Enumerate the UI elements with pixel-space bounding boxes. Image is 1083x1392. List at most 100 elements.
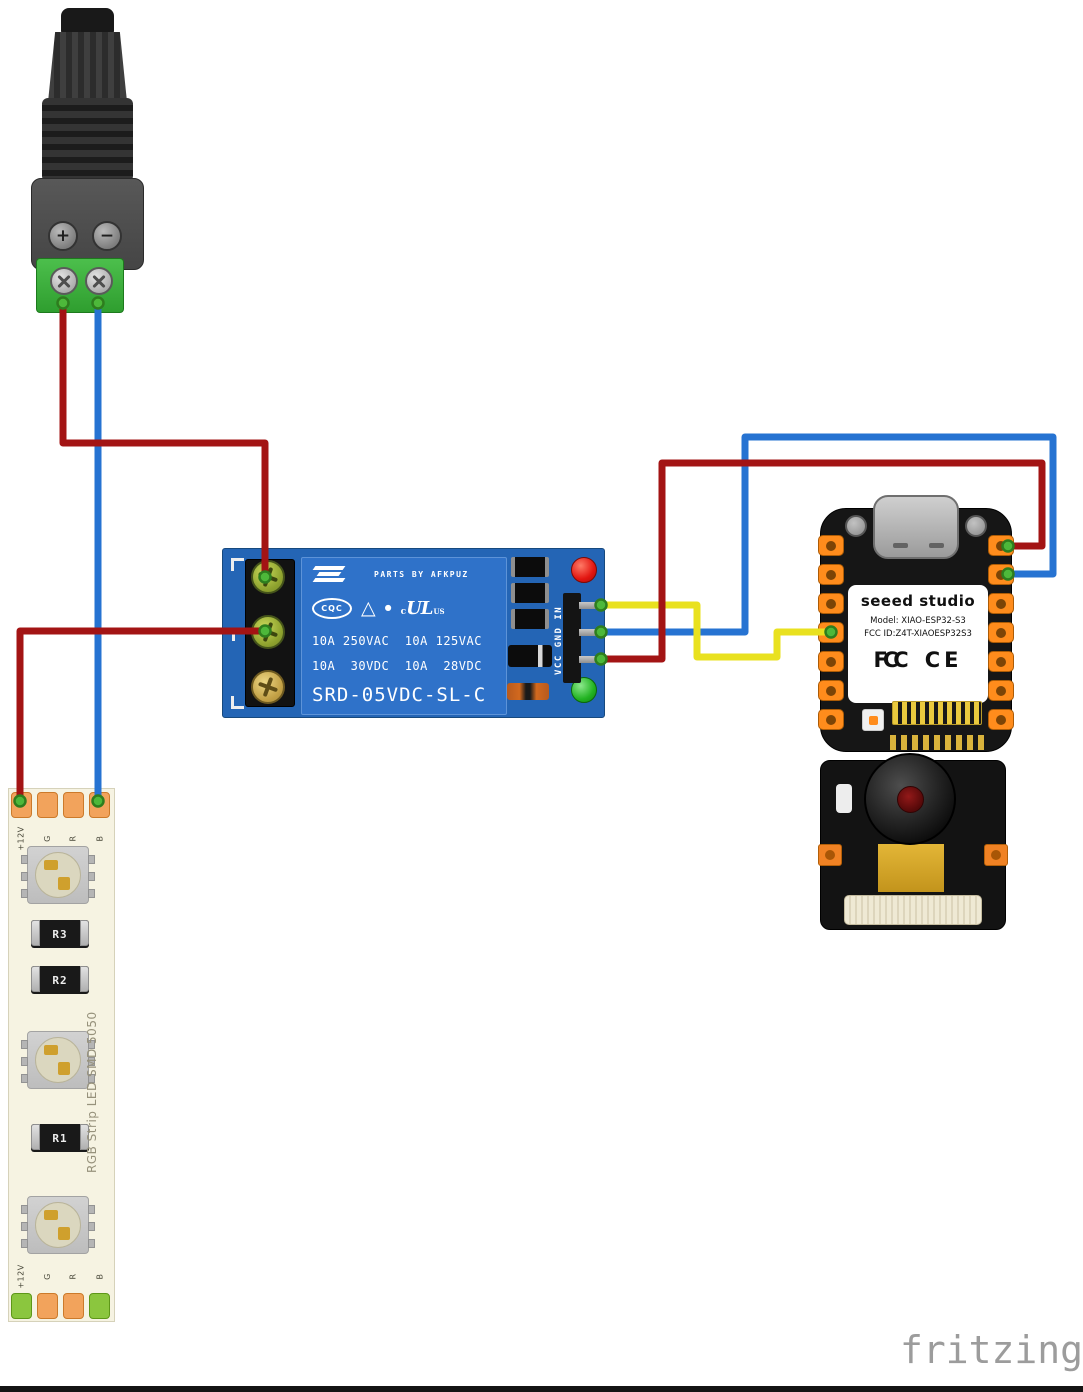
resistor-label: R2: [52, 973, 68, 987]
strip-pad-r-bottom[interactable]: [63, 1293, 84, 1319]
strip-pad-r-top[interactable]: [63, 792, 84, 818]
relay-rating-dc: 10A 30VDC 10A 28VDC: [312, 659, 482, 673]
jack-screw-terminal[interactable]: [36, 258, 124, 313]
camera-module[interactable]: [818, 752, 1008, 930]
resistor-label: R3: [52, 927, 68, 941]
ul-c-text: c: [400, 606, 407, 617]
ul-text: UL: [406, 597, 433, 619]
xiao-pin-right-4[interactable]: [988, 622, 1014, 643]
dc-power-jack[interactable]: + −: [30, 8, 145, 313]
xiao-pin-left-1[interactable]: [818, 535, 844, 556]
fcc-logo: FCC: [873, 647, 909, 672]
xiao-pin-left-6[interactable]: [818, 680, 844, 701]
smd-component-3: [511, 609, 549, 629]
led-die: [35, 1037, 81, 1083]
polarity-screw-plus[interactable]: +: [48, 221, 78, 251]
diode: [508, 645, 552, 667]
bottom-gold-pads: [890, 735, 984, 750]
resistor-r1: R1: [31, 1124, 89, 1152]
wire-red-jack-to-relay[interactable]: [59, 299, 269, 581]
resistor-label: R1: [52, 1131, 68, 1145]
strip-pad-g-bottom[interactable]: [37, 1293, 58, 1319]
connection-point[interactable]: [594, 598, 608, 612]
led-5050-chip-1: [21, 846, 95, 904]
plus-label: +: [55, 225, 71, 246]
usb-c-port[interactable]: [873, 495, 959, 559]
connection-point[interactable]: [594, 625, 608, 639]
camera-connector-left: [818, 844, 842, 866]
triangle-cert-icon: △: [361, 596, 376, 619]
relay-pin-vcc[interactable]: [579, 656, 609, 663]
silkscreen-bracket-bottom: [231, 696, 244, 709]
smd-component-1: [511, 557, 549, 577]
camera-flex-cable: [878, 844, 944, 892]
jack-body: + −: [31, 178, 144, 270]
reset-button[interactable]: [965, 515, 987, 537]
minus-label: −: [99, 225, 115, 246]
terminal-screw-negative[interactable]: [85, 267, 113, 295]
ribbon-connector: [844, 895, 982, 925]
wire-red-relay-to-strip[interactable]: [16, 627, 269, 805]
xiao-model-text: Model: XIAO-ESP32-S3: [870, 616, 966, 626]
connection-point[interactable]: [594, 652, 608, 666]
relay-led-red: [571, 557, 597, 583]
dot-cert-icon: ●: [384, 603, 392, 612]
b2b-connector: [892, 701, 982, 725]
jack-neck: [48, 32, 127, 102]
connection-point[interactable]: [258, 570, 272, 584]
relay-pin-in[interactable]: [579, 602, 609, 609]
strip-pad-12v-bottom[interactable]: [11, 1293, 32, 1319]
led-chip: [862, 709, 884, 731]
camera-iris: [896, 785, 924, 813]
xiao-pin-left-2[interactable]: [818, 564, 844, 585]
ul-us-text: US: [433, 606, 445, 616]
cqc-logo: CQC: [312, 597, 352, 619]
xiao-fccid-text: FCC ID:Z4T-XIAOESP32S3: [864, 628, 972, 639]
led-5050-chip-2: [21, 1031, 95, 1089]
xiao-pin-left-7[interactable]: [818, 709, 844, 730]
jack-grip: [42, 98, 133, 182]
connection-point[interactable]: [13, 794, 27, 808]
bottom-border: [0, 1386, 1083, 1392]
rgb-led-strip[interactable]: +12V G R B R3 R2 R1 RGB Strip LED SMD 50…: [8, 788, 115, 1322]
ce-logo: CE: [924, 647, 963, 672]
xiao-pin-right-5[interactable]: [988, 651, 1014, 672]
fritzing-watermark: fritzing: [900, 1328, 1083, 1372]
camera-lens: [864, 753, 956, 845]
led-die: [35, 1202, 81, 1248]
wire-yellow-relay-in-to-xiao[interactable]: [597, 601, 835, 661]
resistor-r2: R2: [31, 966, 89, 994]
strip-pad-g-top[interactable]: [37, 792, 58, 818]
connection-point[interactable]: [258, 624, 272, 638]
terminal-screw-positive[interactable]: [50, 267, 78, 295]
strip-pad-b-bottom[interactable]: [89, 1293, 110, 1319]
connection-point[interactable]: [1001, 567, 1015, 581]
xiao-pin-left-3[interactable]: [818, 593, 844, 614]
xiao-pin-left-5[interactable]: [818, 651, 844, 672]
camera-connector-right: [984, 844, 1008, 866]
smd-component-2: [511, 583, 549, 603]
resistor-component: [507, 683, 549, 700]
xiao-pin-right-3[interactable]: [988, 593, 1014, 614]
connection-point[interactable]: [91, 296, 105, 310]
wire-red-relay-vcc-to-xiao[interactable]: [597, 459, 1046, 663]
relay-brand-text: PARTS BY AFKPUZ: [374, 570, 469, 579]
pin-header: [563, 593, 581, 683]
boot-button[interactable]: [845, 515, 867, 537]
connection-point[interactable]: [1001, 539, 1015, 553]
wire-blue-relay-gnd-to-xiao[interactable]: [597, 433, 1057, 636]
polarity-screw-minus[interactable]: −: [92, 221, 122, 251]
jack-tip: [61, 8, 114, 34]
led-die: [35, 852, 81, 898]
xiao-pin-right-6[interactable]: [988, 680, 1014, 701]
connection-point[interactable]: [56, 296, 70, 310]
relay-pin-gnd[interactable]: [579, 629, 609, 636]
connection-point[interactable]: [824, 625, 838, 639]
relay-terminal-screw-nc[interactable]: [251, 670, 285, 704]
connection-point[interactable]: [91, 794, 105, 808]
xiao-pin-right-7[interactable]: [988, 709, 1014, 730]
